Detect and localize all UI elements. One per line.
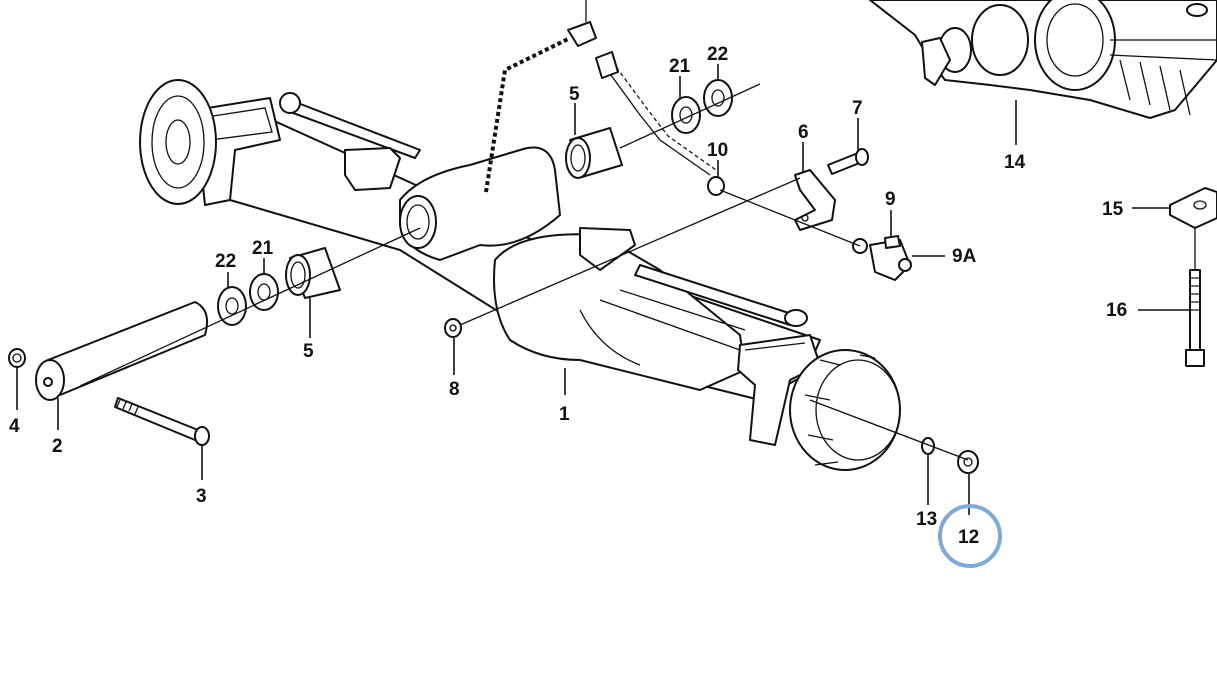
washer-13 — [921, 437, 935, 455]
callout-22-lower: 22 — [215, 251, 236, 272]
leader-lines — [16, 0, 1196, 515]
callout-7: 7 — [852, 98, 863, 119]
callout-10: 10 — [707, 140, 728, 161]
callout-4: 4 — [9, 416, 20, 437]
callout-22-upper: 22 — [707, 44, 728, 65]
callout-labels: 1 2 3 4 5 5 6 7 8 9 9A 10 12 13 14 15 16… — [9, 44, 1127, 548]
bolt — [114, 397, 210, 446]
long-bolt — [1185, 269, 1205, 367]
callout-13: 13 — [916, 509, 937, 530]
callout-16: 16 — [1106, 300, 1127, 321]
differential-assembly — [869, 0, 1217, 119]
callout-9: 9 — [885, 189, 896, 210]
nut-12 — [957, 450, 979, 474]
callout-15: 15 — [1102, 199, 1124, 220]
callout-5-lower: 5 — [303, 341, 314, 362]
callout-3: 3 — [196, 486, 207, 507]
nut-8 — [444, 318, 462, 338]
axle-housing — [139, 79, 901, 471]
nut-left — [8, 348, 26, 368]
callout-21-upper: 21 — [669, 56, 691, 77]
highlight-circle — [938, 504, 1002, 568]
washer-22-upper — [703, 79, 733, 117]
grease-line — [484, 21, 725, 196]
callout-5-upper: 5 — [569, 84, 580, 105]
callout-12: 12 — [958, 527, 979, 548]
bracket — [794, 169, 836, 231]
callout-8: 8 — [449, 379, 460, 400]
callout-9a: 9A — [952, 246, 977, 267]
callout-21-lower: 21 — [252, 238, 274, 259]
washer-21-upper — [671, 96, 701, 134]
bushing-upper — [565, 127, 623, 179]
callout-1: 1 — [559, 404, 570, 425]
callout-6: 6 — [798, 122, 809, 143]
pivot-pin — [35, 301, 208, 401]
bolt-7 — [827, 148, 869, 175]
callout-2: 2 — [52, 436, 63, 457]
mount-plate — [1169, 187, 1217, 229]
callout-14: 14 — [1004, 152, 1026, 173]
fitting — [852, 235, 912, 281]
washer-22-left — [217, 286, 247, 326]
bushing-left — [285, 247, 341, 299]
